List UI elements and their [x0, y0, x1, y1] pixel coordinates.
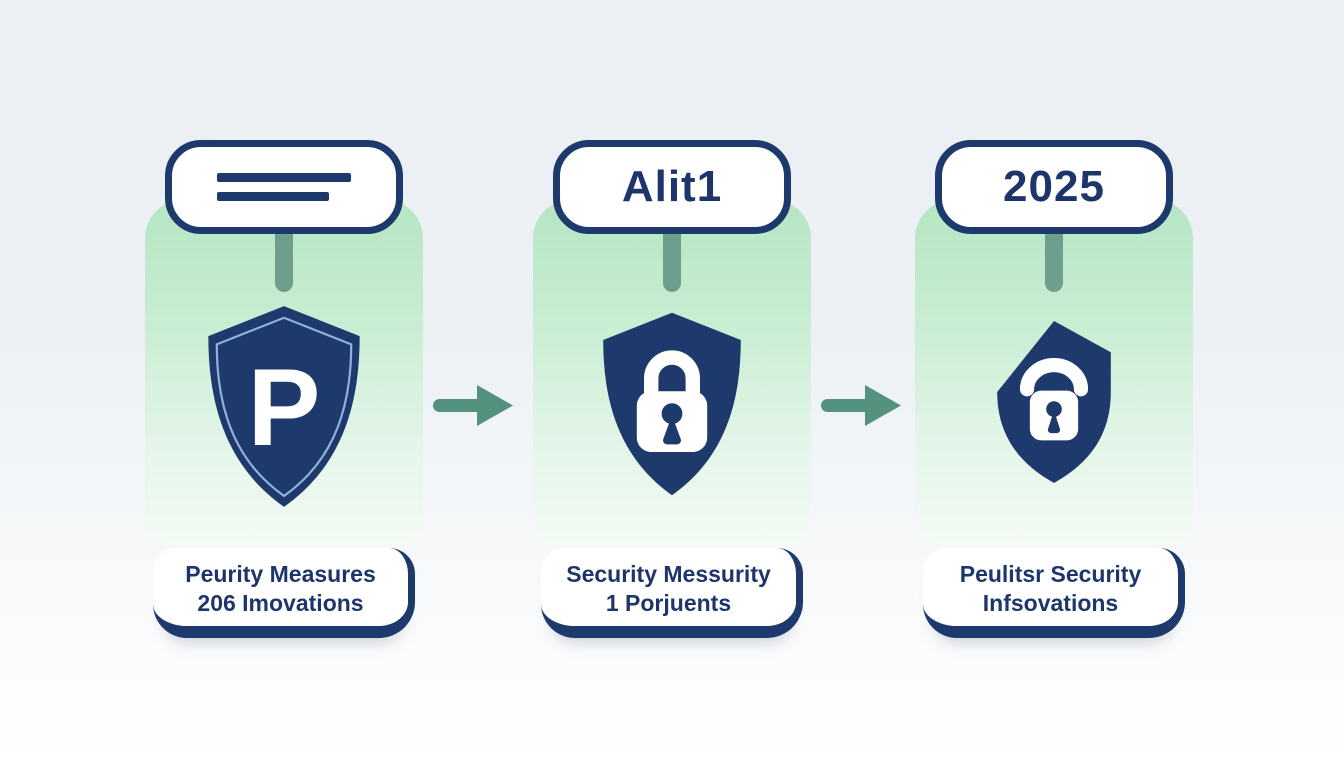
step-3-connector-stem	[1045, 228, 1063, 292]
caption-line-2: 206 Imovations	[197, 590, 364, 616]
step-2-caption: Security Messurity 1 Porjuents	[541, 548, 803, 638]
step-2: Alit1 Security Messurity 1 Porjuents	[533, 0, 811, 700]
badge-text: 2025	[1003, 162, 1105, 211]
caption-line-1: Peulitsr Security	[959, 561, 1142, 587]
step-2-connector-stem	[663, 228, 681, 292]
shield-dome-lock-icon	[997, 321, 1111, 483]
caption-line-1: Security Messurity	[566, 561, 771, 587]
step-3-caption: Peulitsr Security Infsovations	[923, 548, 1185, 638]
badge-text: Alit1	[621, 162, 723, 211]
step-1-caption: Peurity Measures 206 Imovations	[153, 548, 415, 638]
caption-line-2: 1 Porjuents	[605, 590, 732, 616]
right-arrow-icon	[821, 385, 901, 426]
caption-line-1: Peurity Measures	[185, 561, 376, 587]
right-arrow-icon	[433, 385, 513, 426]
step-3-badge: 2025	[935, 140, 1173, 234]
step-3: 2025 Peulitsr Security Infsovations	[915, 0, 1193, 700]
shield-p-icon: P	[208, 306, 360, 507]
shield-letter: P	[248, 347, 321, 469]
step-1-badge	[165, 140, 403, 234]
step-1: P Peurity Measures 206 Imovations	[145, 0, 423, 700]
caption-line-2: Infsovations	[982, 590, 1119, 616]
step-2-badge: Alit1	[553, 140, 791, 234]
text-lines-icon	[217, 173, 351, 201]
step-1-connector-stem	[275, 228, 293, 292]
shield-lock-icon	[603, 312, 741, 496]
